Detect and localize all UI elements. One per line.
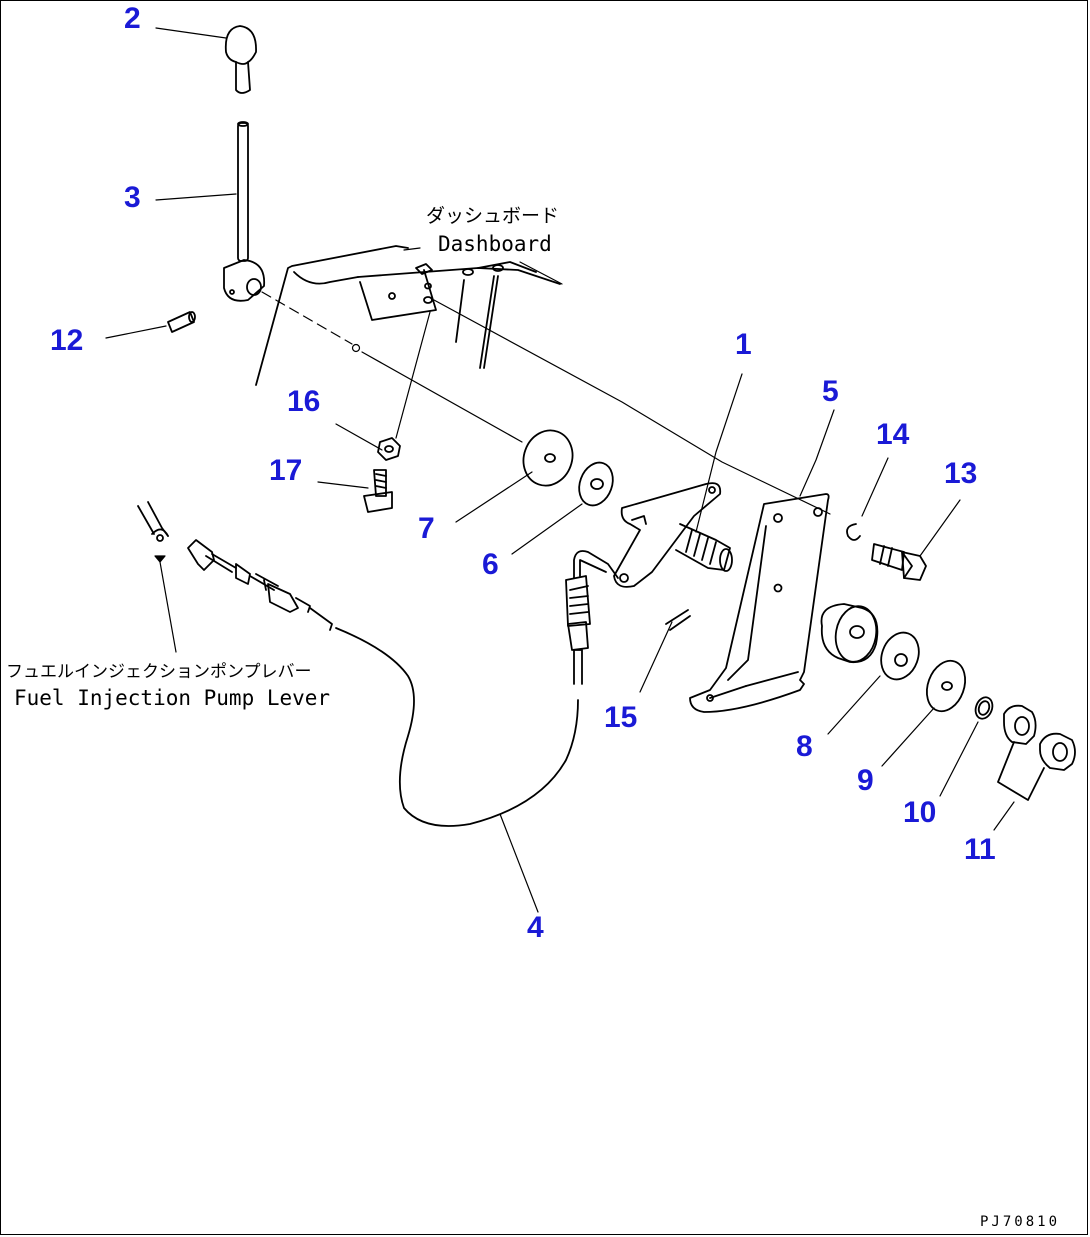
clip-part [665,609,691,631]
dashboard-label-en: Dashboard [438,232,552,256]
callout-8: 8 [796,730,813,763]
callout-4: 4 [527,911,544,944]
callout-9: 9 [857,764,874,797]
pump-lever-label-en: Fuel Injection Pump Lever [14,686,331,710]
roller-part [820,603,879,664]
nut-part [377,437,401,461]
bolt-part [363,469,393,513]
callout-2: 2 [124,2,141,35]
callout-3: 3 [124,181,141,214]
pin-part [167,311,196,333]
knob-part [224,25,257,94]
ring-part [974,696,994,720]
callout-15: 15 [604,701,638,734]
washer-9-part [925,659,967,713]
callout-1: 1 [735,328,752,361]
drawing-code: PJ70810 [980,1214,1061,1230]
callout-6: 6 [482,548,499,581]
washer-7-part [522,429,574,487]
callout-13: 13 [944,457,978,490]
callout-5: 5 [822,375,839,408]
callout-17: 17 [269,454,303,487]
washer-6-part [578,461,614,507]
nut-pair-part [997,704,1076,801]
dashboard-outline [255,245,561,386]
pedal-plate-part [689,493,830,713]
pedal-arm-part [613,482,733,588]
pump-lever-part [137,501,169,542]
callout-14: 14 [876,418,910,451]
callout-10: 10 [903,796,937,829]
callout-11: 11 [964,833,996,866]
bolt-13-part [871,543,927,581]
assembly-lines [261,291,831,515]
lever-rod-part [223,121,266,302]
dashboard-label-jp: ダッシュボード [426,205,560,227]
pump-lever-label-jp: フュエルインジェクションポンプレバー [6,662,312,682]
cable-part [187,539,619,827]
callout-16: 16 [287,385,321,418]
lock-washer-part [846,523,861,541]
callout-7: 7 [418,512,435,545]
washer-8-part [880,631,920,681]
callout-leaders [105,27,1015,913]
callout-12: 12 [50,324,84,357]
